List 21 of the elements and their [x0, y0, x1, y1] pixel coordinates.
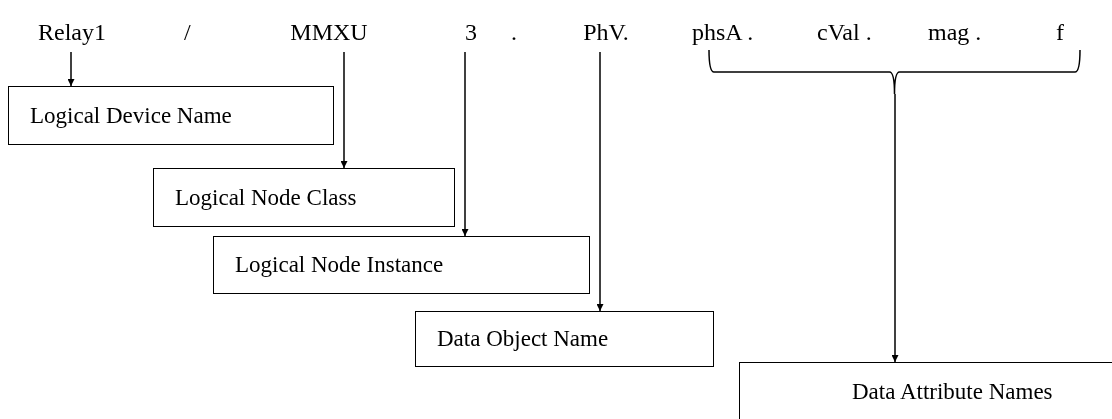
path-segment-text: mag .	[928, 18, 982, 46]
arrow	[340, 51, 348, 169]
label-box: Logical Device Name	[8, 86, 334, 145]
label-box: Logical Node Instance	[213, 236, 590, 294]
label-box: Data Object Name	[415, 311, 714, 367]
path-segment-text: phsA .	[692, 18, 754, 46]
arrow	[596, 51, 604, 312]
path-segment-text: 3	[458, 18, 484, 46]
path-segment-text: .	[511, 18, 517, 46]
path-segment-text: MMXU	[277, 18, 381, 46]
path-segment-text: PhV.	[572, 18, 640, 46]
arrow	[67, 51, 75, 87]
path-segment-text: /	[184, 18, 191, 46]
path-segment-text: Relay1	[27, 18, 117, 46]
path-segment-text: cVal .	[817, 18, 872, 46]
label-box: Data Attribute Names	[739, 362, 1112, 419]
arrow	[891, 93, 899, 363]
curly-bracket	[708, 50, 1081, 94]
label-box: Logical Node Class	[153, 168, 455, 227]
arrow	[461, 51, 469, 237]
path-segment-text: f	[1056, 18, 1064, 46]
